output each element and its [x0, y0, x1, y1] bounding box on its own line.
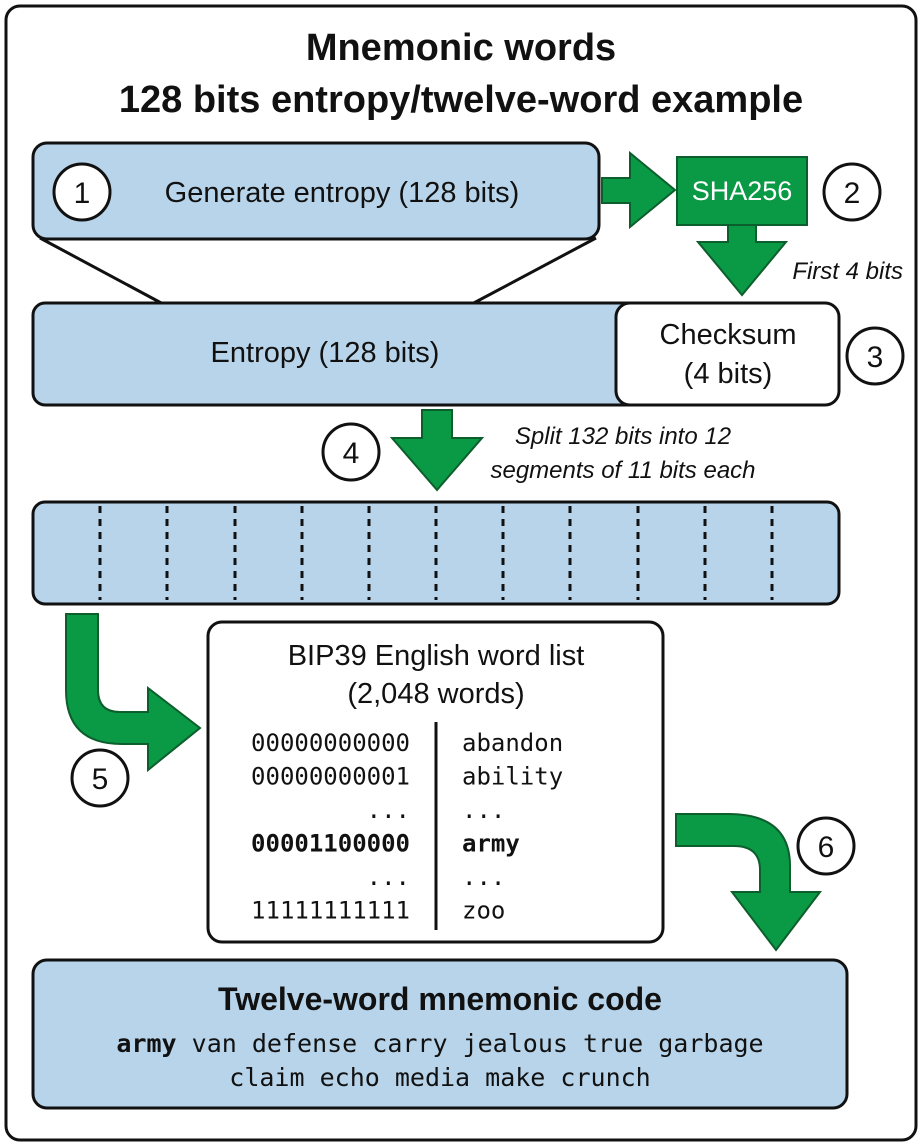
wordlist-word: ...: [462, 796, 505, 824]
wordlist-word: abandon: [462, 729, 563, 757]
arrow-wordlist-to-mnemonic: [675, 813, 823, 952]
wordlist-rows: 00000000000 abandon 00000000001 ability....…: [251, 729, 563, 925]
entropy-label: Entropy (128 bits): [211, 337, 440, 369]
wordlist-bits: ...: [367, 863, 410, 891]
step-1-badge: [52, 162, 112, 222]
diagram-title-line2: 128 bits entropy/twelve-word example: [119, 79, 803, 121]
mnemonic-box: [31, 958, 849, 1110]
wordlist-bits: 11111111111: [251, 897, 410, 925]
first-4-bits-label: First 4 bits: [792, 258, 903, 285]
step-6-badge: [796, 816, 856, 876]
arrow-to-sha256: [601, 150, 677, 230]
wordlist-bits: 00000000000: [251, 729, 410, 757]
checksum-label-line1: Checksum: [660, 319, 797, 351]
mnemonic-first-word: army: [116, 1029, 176, 1058]
mnemonic-title: Twelve-word mnemonic code: [218, 981, 662, 1017]
arrow-sha-to-checksum: [695, 224, 789, 297]
split-label-line1: Split 132 bits into 12: [515, 423, 731, 450]
mnemonic-line2: claim echo media make crunch: [229, 1063, 650, 1092]
step-3-number: 3: [867, 341, 884, 374]
diagram-title-line1: Mnemonic words: [306, 27, 616, 69]
wordlist-bits: 00001100000: [251, 830, 410, 858]
wordlist-word: ability: [462, 763, 563, 791]
step-3-badge: [845, 326, 905, 386]
checksum-box: [614, 301, 841, 407]
checksum-label-line2: (4 bits): [684, 358, 773, 390]
step-2-badge: [822, 162, 882, 222]
wordlist-word: zoo: [462, 897, 505, 925]
step-6-number: 6: [818, 831, 835, 864]
arrow-segments-to-wordlist: [65, 613, 202, 773]
wordlist-word: army: [462, 830, 520, 858]
wordlist-title-line1: BIP39 English word list: [288, 640, 585, 672]
split-label-line2: segments of 11 bits each: [490, 457, 755, 484]
step-2-number: 2: [844, 177, 861, 210]
funnel-line-right: [469, 236, 597, 307]
wordlist-title-line2: (2,048 words): [347, 678, 524, 710]
segments-bar: [31, 500, 841, 606]
generate-entropy-label: Generate entropy (128 bits): [165, 177, 520, 209]
step-5-number: 5: [92, 763, 109, 796]
wordlist-bits: ...: [367, 796, 410, 824]
mnemonic-line1-rest: van defense carry jealous true garbage: [177, 1029, 764, 1058]
segment-dividers: [98, 506, 774, 600]
step-4-badge: [321, 422, 381, 482]
wordlist-word: ...: [462, 863, 505, 891]
step-5-badge: [70, 748, 130, 808]
sha256-label: SHA256: [692, 176, 793, 206]
step-1-number: 1: [74, 177, 91, 210]
arrow-entropy-to-segments: [389, 409, 485, 492]
wordlist-bits: 00000000001: [251, 763, 410, 791]
mnemonic-line1: army van defense carry jealous true garb…: [116, 1029, 763, 1058]
step-4-number: 4: [343, 437, 360, 470]
generate-entropy-box: [31, 141, 601, 241]
funnel-line-left: [39, 236, 166, 307]
